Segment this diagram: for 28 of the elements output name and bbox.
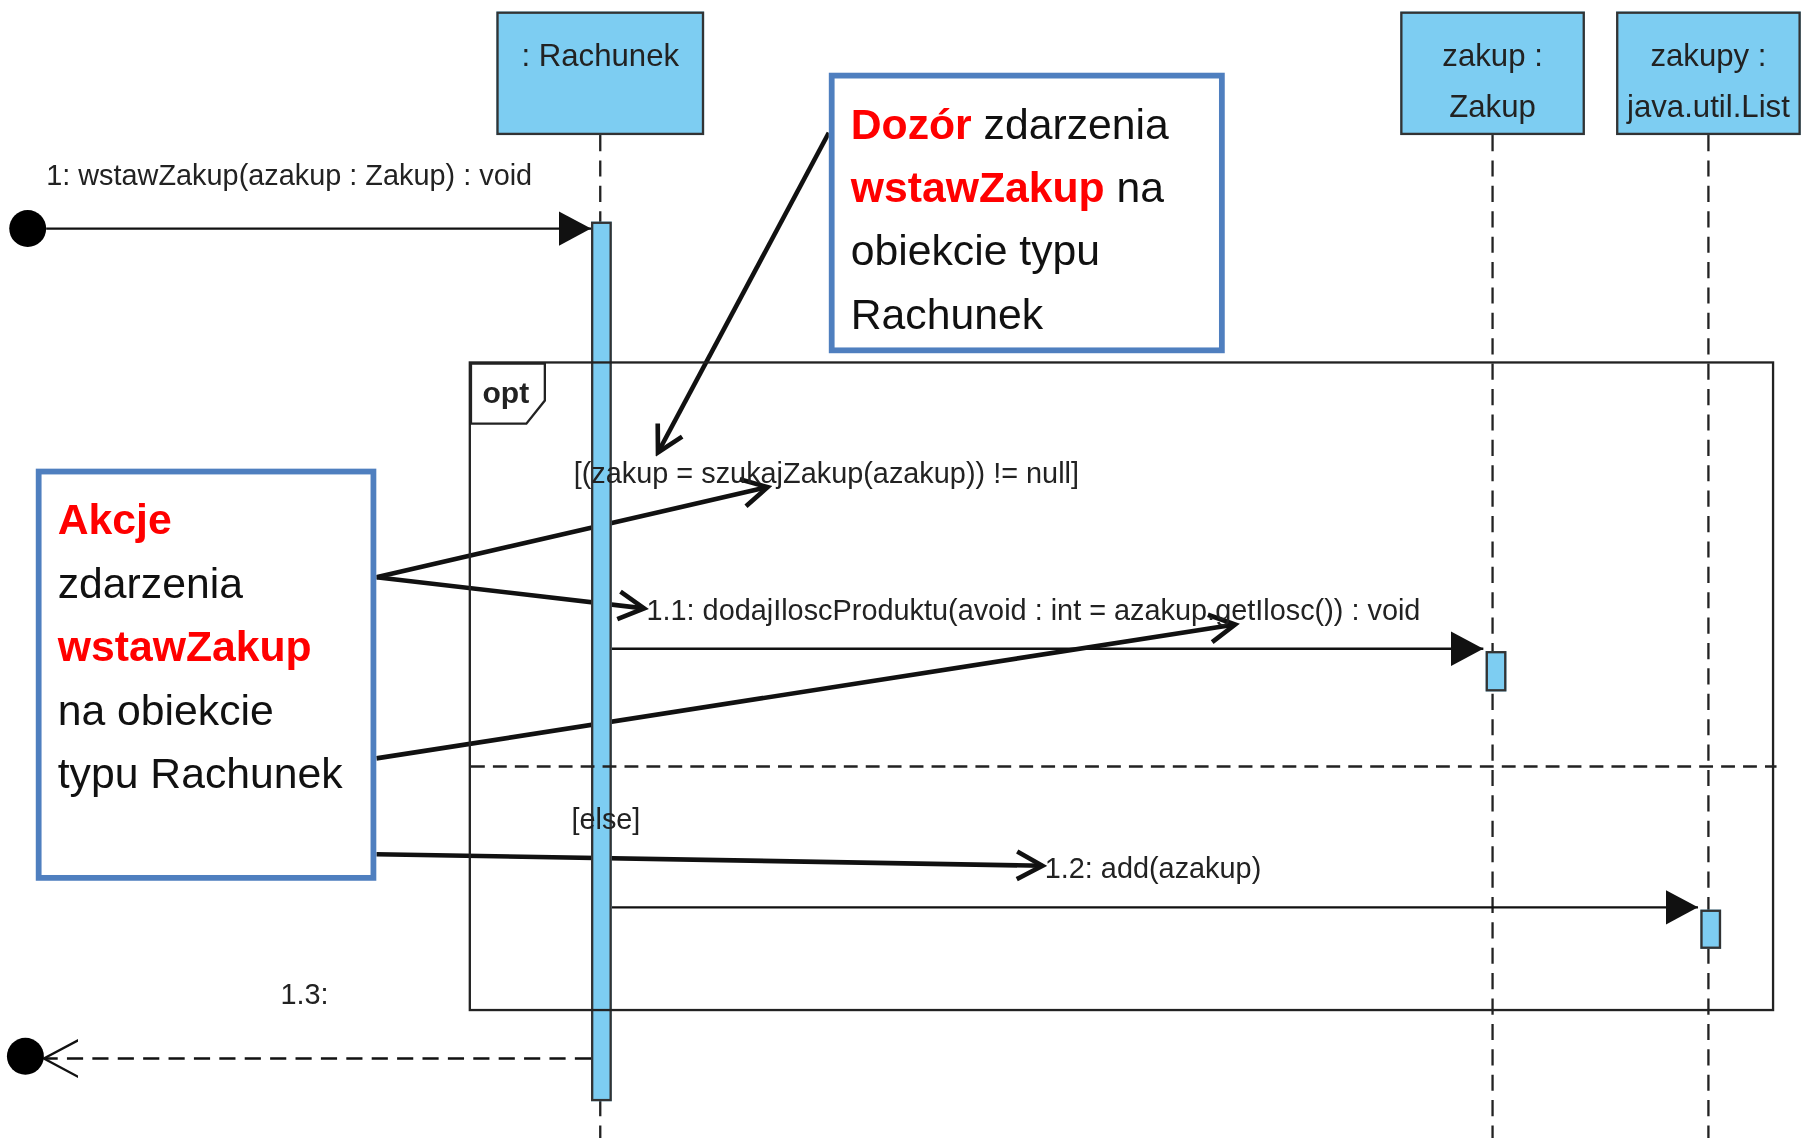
- message-label: 1.1: dodajIloscProduktu(avoid : int = azakup.getIlosc()) : void: [646, 592, 1443, 627]
- return-arrow: [42, 1038, 591, 1079]
- message-arrow: [611, 631, 1484, 667]
- message-endpoint-dot: [9, 210, 47, 248]
- leader-line: [376, 849, 1045, 882]
- message-arrow: [611, 890, 1699, 925]
- participant-name: zakup : Zakup: [1441, 37, 1544, 126]
- leader-line: [375, 612, 1238, 761]
- leader-line: [376, 574, 647, 622]
- activation-bar: [1485, 651, 1507, 692]
- lifeline-head-box: [1616, 11, 1801, 136]
- lifeline-head-box: [496, 11, 705, 136]
- callout-text: Akcje zdarzenia wstawZakup na obiekcie typu Rachunek: [57, 495, 344, 800]
- fragment-operator: opt: [482, 375, 530, 410]
- message-arrow: [46, 211, 591, 246]
- combined-fragment-frame: [468, 361, 1775, 1012]
- callout-box: [35, 468, 377, 881]
- lifeline-head-box: [1400, 11, 1585, 136]
- activation-bar: [1700, 909, 1722, 949]
- message-label: 1.2: add(azakup): [1044, 850, 1276, 886]
- callout-text: Dozór zdarzenia wstawZakup na obiekcie typu Rachunek: [850, 99, 1170, 341]
- edge-label: 1.3:: [280, 976, 329, 1012]
- callout-box: [828, 72, 1225, 354]
- edge-label: 1: wstawZakup(azakup : Zakup) : void: [46, 157, 533, 192]
- leader-line: [655, 131, 831, 455]
- message-endpoint-dot: [6, 1037, 44, 1075]
- participant-name: zakupy : java.util.List: [1625, 37, 1791, 126]
- participant-name: : Rachunek: [521, 37, 680, 75]
